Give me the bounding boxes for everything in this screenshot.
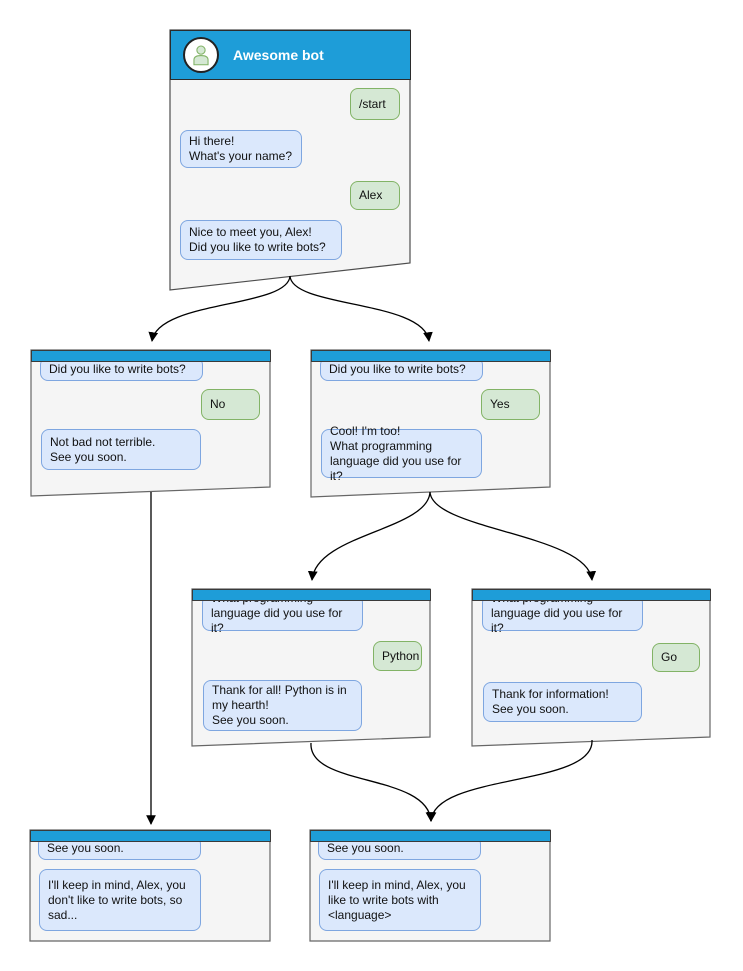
end-no-header	[30, 830, 271, 842]
bot-message-bubble: I'll keep in mind, Alex, you like to wri…	[319, 869, 481, 931]
end-yes-header	[310, 830, 551, 842]
bot-message-bubble: Thank for information! See you soon.	[483, 682, 642, 722]
user-message-bubble: Python	[373, 641, 422, 671]
connector-yes-to-python	[307, 491, 431, 581]
user-message-bubble: No	[201, 389, 260, 420]
user-message-bubble: Yes	[481, 389, 540, 420]
connector-main-to-yes	[289, 275, 433, 342]
person-icon	[193, 45, 209, 66]
bot-title: Awesome bot	[233, 47, 324, 63]
connector-python-to-end	[310, 742, 436, 822]
bot-message-bubble: Thank for all! Python is in my hearth! S…	[203, 680, 362, 731]
user-message-bubble: /start	[350, 88, 400, 120]
user-message-bubble: Alex	[350, 181, 400, 210]
bot-message-bubble: Nice to meet you, Alex! Did you like to …	[180, 220, 342, 260]
bot-message-bubble: I'll keep in mind, Alex, you don't like …	[39, 869, 201, 931]
branch-go-header	[472, 589, 711, 601]
branch-python-header	[192, 589, 431, 601]
bot-message-bubble: Cool! I'm too! What programming language…	[321, 424, 482, 483]
connector-go-to-end	[426, 739, 593, 822]
connector-main-to-no	[148, 275, 291, 342]
bot-message-bubble: Hi there! What's your name?	[180, 130, 302, 168]
connector-yes-to-go	[429, 491, 597, 581]
bot-message-bubble: What programming language did you use fo…	[482, 591, 643, 635]
bot-message-bubble: Not bad not terrible. See you soon.	[41, 429, 201, 470]
branch-no-header	[31, 350, 271, 362]
avatar	[183, 37, 219, 73]
branch-yes-header	[311, 350, 551, 362]
user-message-bubble: Go	[652, 643, 700, 672]
